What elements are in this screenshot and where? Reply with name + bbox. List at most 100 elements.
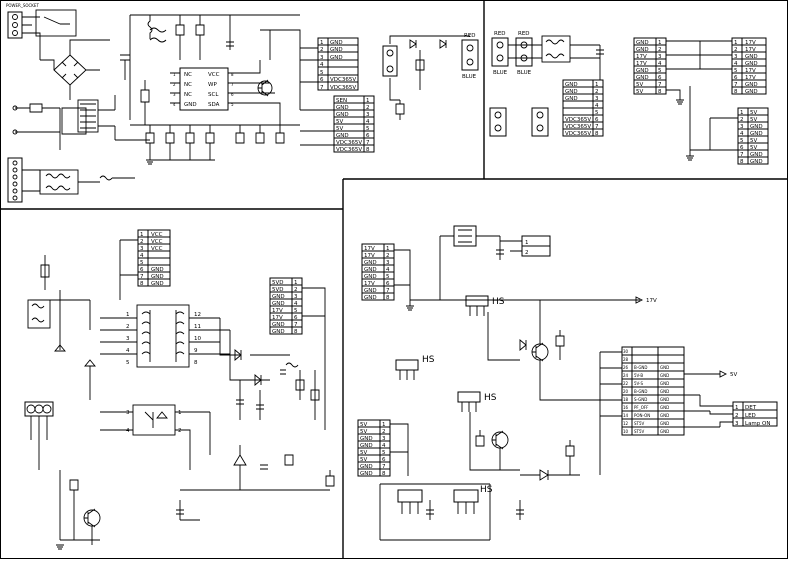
bl-vcc-rows [138, 236, 170, 280]
bridge-rectifier [53, 54, 87, 86]
br5-pin-8: GND [360, 471, 373, 477]
tr-conn-right-rows [732, 44, 766, 88]
tr-conn-3 [489, 107, 507, 137]
br-small-num-1: 1 [525, 240, 529, 246]
conn-b-pin-3: GND [330, 55, 343, 61]
power-switch-box [35, 9, 77, 37]
bl-out-resistor [325, 470, 335, 487]
top-right-section: RED BLUE RED BLUE GND GND GND VDC365V VD… [489, 31, 769, 165]
brm-lnum-10: 12 [623, 421, 629, 426]
br5-num-4: 4 [382, 443, 386, 449]
eeprom-ic [179, 67, 229, 111]
br-det-wires [699, 395, 733, 427]
br-hs-label-4: HS [480, 485, 493, 495]
bl-secondary-caps [236, 380, 264, 420]
opto-num-2: 2 [178, 428, 182, 434]
conn6-pin5 [12, 188, 18, 194]
bl-ground-network [59, 470, 100, 545]
bl-transformer-box [136, 304, 190, 368]
conn-a-pin-2: GND [336, 105, 349, 111]
brm-lnum-2: 28 [623, 357, 629, 362]
conn-b-num-5: 5 [320, 70, 324, 76]
br5-num-6: 6 [382, 457, 386, 463]
brm-lpin-11: ST5V [634, 429, 645, 434]
trr-num-2: 2 [734, 47, 738, 53]
br-hs1-legs [469, 306, 485, 316]
br-det-pin-2: LED [745, 413, 756, 419]
eeprom-lnum-4: 4 [173, 102, 176, 107]
led-mid-wires [389, 35, 470, 101]
eeprom-rpin-4: SDA [208, 102, 220, 108]
led-rgb-pin2 [466, 58, 474, 66]
eeprom-rnum-3: 6 [231, 92, 234, 97]
eeprom-lnum-3: 3 [173, 92, 176, 97]
eeprom-lpin-3: NC [184, 92, 192, 98]
br-det-num-2: 2 [735, 413, 739, 419]
conn-b-num-1: 1 [320, 40, 324, 46]
br-5v-label: 5V [730, 372, 737, 378]
trm-pin-6: VDC365V [565, 117, 591, 123]
br-diode-bottom [520, 469, 580, 481]
socket-wires [22, 16, 41, 60]
bl-transformer: 1 2 3 4 5 12 11 10 9 8 [100, 304, 230, 368]
eeprom-bus [240, 60, 281, 125]
trm-num-4: 4 [595, 103, 599, 109]
conn-a-num-6: 6 [366, 133, 370, 139]
trm-num-6: 6 [595, 117, 599, 123]
brm-rpin-11: GND [660, 429, 669, 434]
br5-pin-1: 5V [360, 422, 367, 428]
trl-num-4: 4 [658, 61, 662, 67]
blv-pin-6: GND [151, 267, 164, 273]
opto-num-3: 3 [126, 410, 130, 416]
conn-a-pin-7: VDC365V [336, 140, 362, 146]
led-rgb-conn [461, 39, 479, 71]
bls-num-2: 2 [294, 287, 298, 293]
trr-num-5: 5 [734, 68, 738, 74]
br-main-rnames [657, 346, 685, 436]
blt-rnum-1: 12 [194, 312, 201, 318]
brm-lnum-9: 14 [623, 413, 629, 418]
blv-num-3: 3 [140, 246, 144, 252]
brm-rpin-9: GND [660, 413, 669, 418]
trr-pin-2: 17V [745, 47, 756, 53]
filter-transformer-coils [45, 173, 71, 191]
bl-ctrl-pin3 [42, 404, 52, 414]
br17-num-5: 5 [386, 274, 390, 280]
connector-a-rows [334, 102, 374, 146]
bl-diode-d1 [234, 349, 242, 361]
trb-pin-8: GND [750, 159, 763, 165]
bls-pin-1: 5VD [272, 280, 284, 286]
br-det-pin-1: DET [745, 405, 757, 411]
conn-a-pin-3: GND [336, 112, 349, 118]
br-small-conn-wires [500, 240, 522, 252]
br17-num-3: 3 [386, 260, 390, 266]
blt-lnum-4: 4 [126, 348, 130, 354]
bridge-wires [40, 39, 110, 100]
eeprom-rnum-2: 7 [231, 82, 234, 87]
tr-choke-coils [545, 39, 565, 59]
brm-rpin-5: GND [660, 381, 669, 386]
eeprom-rpin-1: VCC [208, 72, 220, 78]
bl-opto-wires [100, 411, 210, 470]
connector-b-names-box [327, 37, 359, 91]
trr-num-4: 4 [734, 61, 738, 67]
trm-num-5: 5 [595, 110, 599, 116]
trl-pin-7: 5V [636, 82, 643, 88]
top-left-section: POWER_SOCKET [6, 3, 375, 203]
bl-secondary-rails [219, 318, 270, 381]
blt-rnum-5: 8 [194, 360, 198, 366]
tr-conn-left-rows [634, 44, 666, 88]
trl-pin-6: GND [636, 75, 649, 81]
br17-num-1: 1 [386, 246, 390, 252]
trr-pin-3: GND [745, 54, 758, 60]
tr-right-wires [699, 40, 732, 70]
conn-a-num-4: 4 [366, 119, 370, 125]
conn-b-pin-2: GND [330, 47, 343, 53]
bls-num-1: 1 [294, 280, 298, 286]
bl-transformer-leads [100, 317, 230, 355]
blv-num-6: 6 [140, 267, 144, 273]
tr-connector-mid: GND GND GND VDC365V VDC365V VDC365V 1 2 … [562, 79, 604, 137]
br-diode-mid [519, 339, 527, 351]
led-resistor [415, 50, 425, 90]
trr-pin-1: 17V [745, 40, 756, 46]
